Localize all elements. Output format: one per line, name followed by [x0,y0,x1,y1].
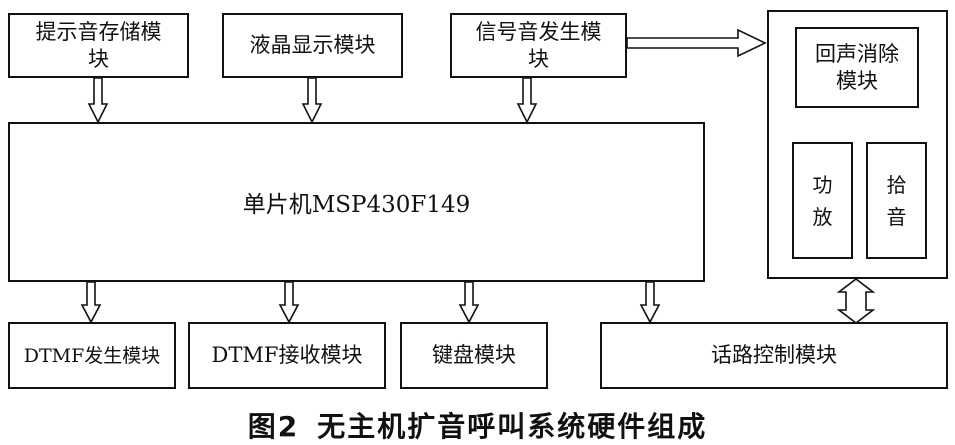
arrow-signal-to-mcu [516,77,538,124]
arrow-lcd-to-mcu [301,77,323,124]
echo-cancel-label-line2: 模块 [836,68,878,93]
amplifier-module: 功 放 [792,142,853,259]
amplifier-label-line1: 功 [812,172,833,197]
arrow-signal-to-right-group [626,28,767,58]
echo-cancel-module: 回声消除 模块 [795,27,919,108]
arrow-mcu-to-keyboard [458,281,480,324]
dtmf-receiver-module: DTMF接收模块 [188,322,386,389]
dtmf-receiver-label: DTMF接收模块 [211,343,363,367]
pickup-label-line1: 拾 [886,172,907,197]
dtmf-generator-module: DTMF发生模块 [8,322,176,389]
signal-generator-label-line2: 块 [528,46,549,71]
arrow-mcu-to-dtmf-recv [278,281,300,324]
lcd-display-label: 液晶显示模块 [249,33,376,57]
figure-number: 图2 [247,410,300,443]
prompt-storage-module: 提示音存储模 块 [8,13,189,78]
prompt-storage-label-line2: 块 [88,46,109,71]
signal-generator-module: 信号音发生模 块 [450,13,627,78]
amplifier-label-line2: 放 [812,204,833,229]
mcu-block: 单片机MSP430F149 [8,122,705,282]
mcu-label: 单片机MSP430F149 [242,192,471,218]
arrow-bidirectional-right-call [836,277,876,325]
pickup-label-line2: 音 [886,204,907,229]
pickup-module: 拾 音 [866,142,927,259]
prompt-storage-label-line1: 提示音存储模 [35,19,162,44]
arrow-mcu-to-call-control [639,281,661,324]
keyboard-label: 键盘模块 [432,343,516,367]
call-control-label: 话路控制模块 [711,343,837,367]
call-control-module: 话路控制模块 [600,322,948,389]
keyboard-module: 键盘模块 [400,322,548,389]
arrow-prompt-to-mcu [87,77,109,124]
figure-caption: 图2 无主机扩音呼叫系统硬件组成 [0,405,955,445]
arrow-mcu-to-dtmf-gen [80,281,102,324]
echo-cancel-label-line1: 回声消除 [815,41,899,66]
lcd-display-module: 液晶显示模块 [222,13,403,78]
figure-title: 无主机扩音呼叫系统硬件组成 [317,410,708,443]
signal-generator-label-line1: 信号音发生模 [475,19,602,44]
dtmf-generator-label: DTMF发生模块 [23,344,161,367]
